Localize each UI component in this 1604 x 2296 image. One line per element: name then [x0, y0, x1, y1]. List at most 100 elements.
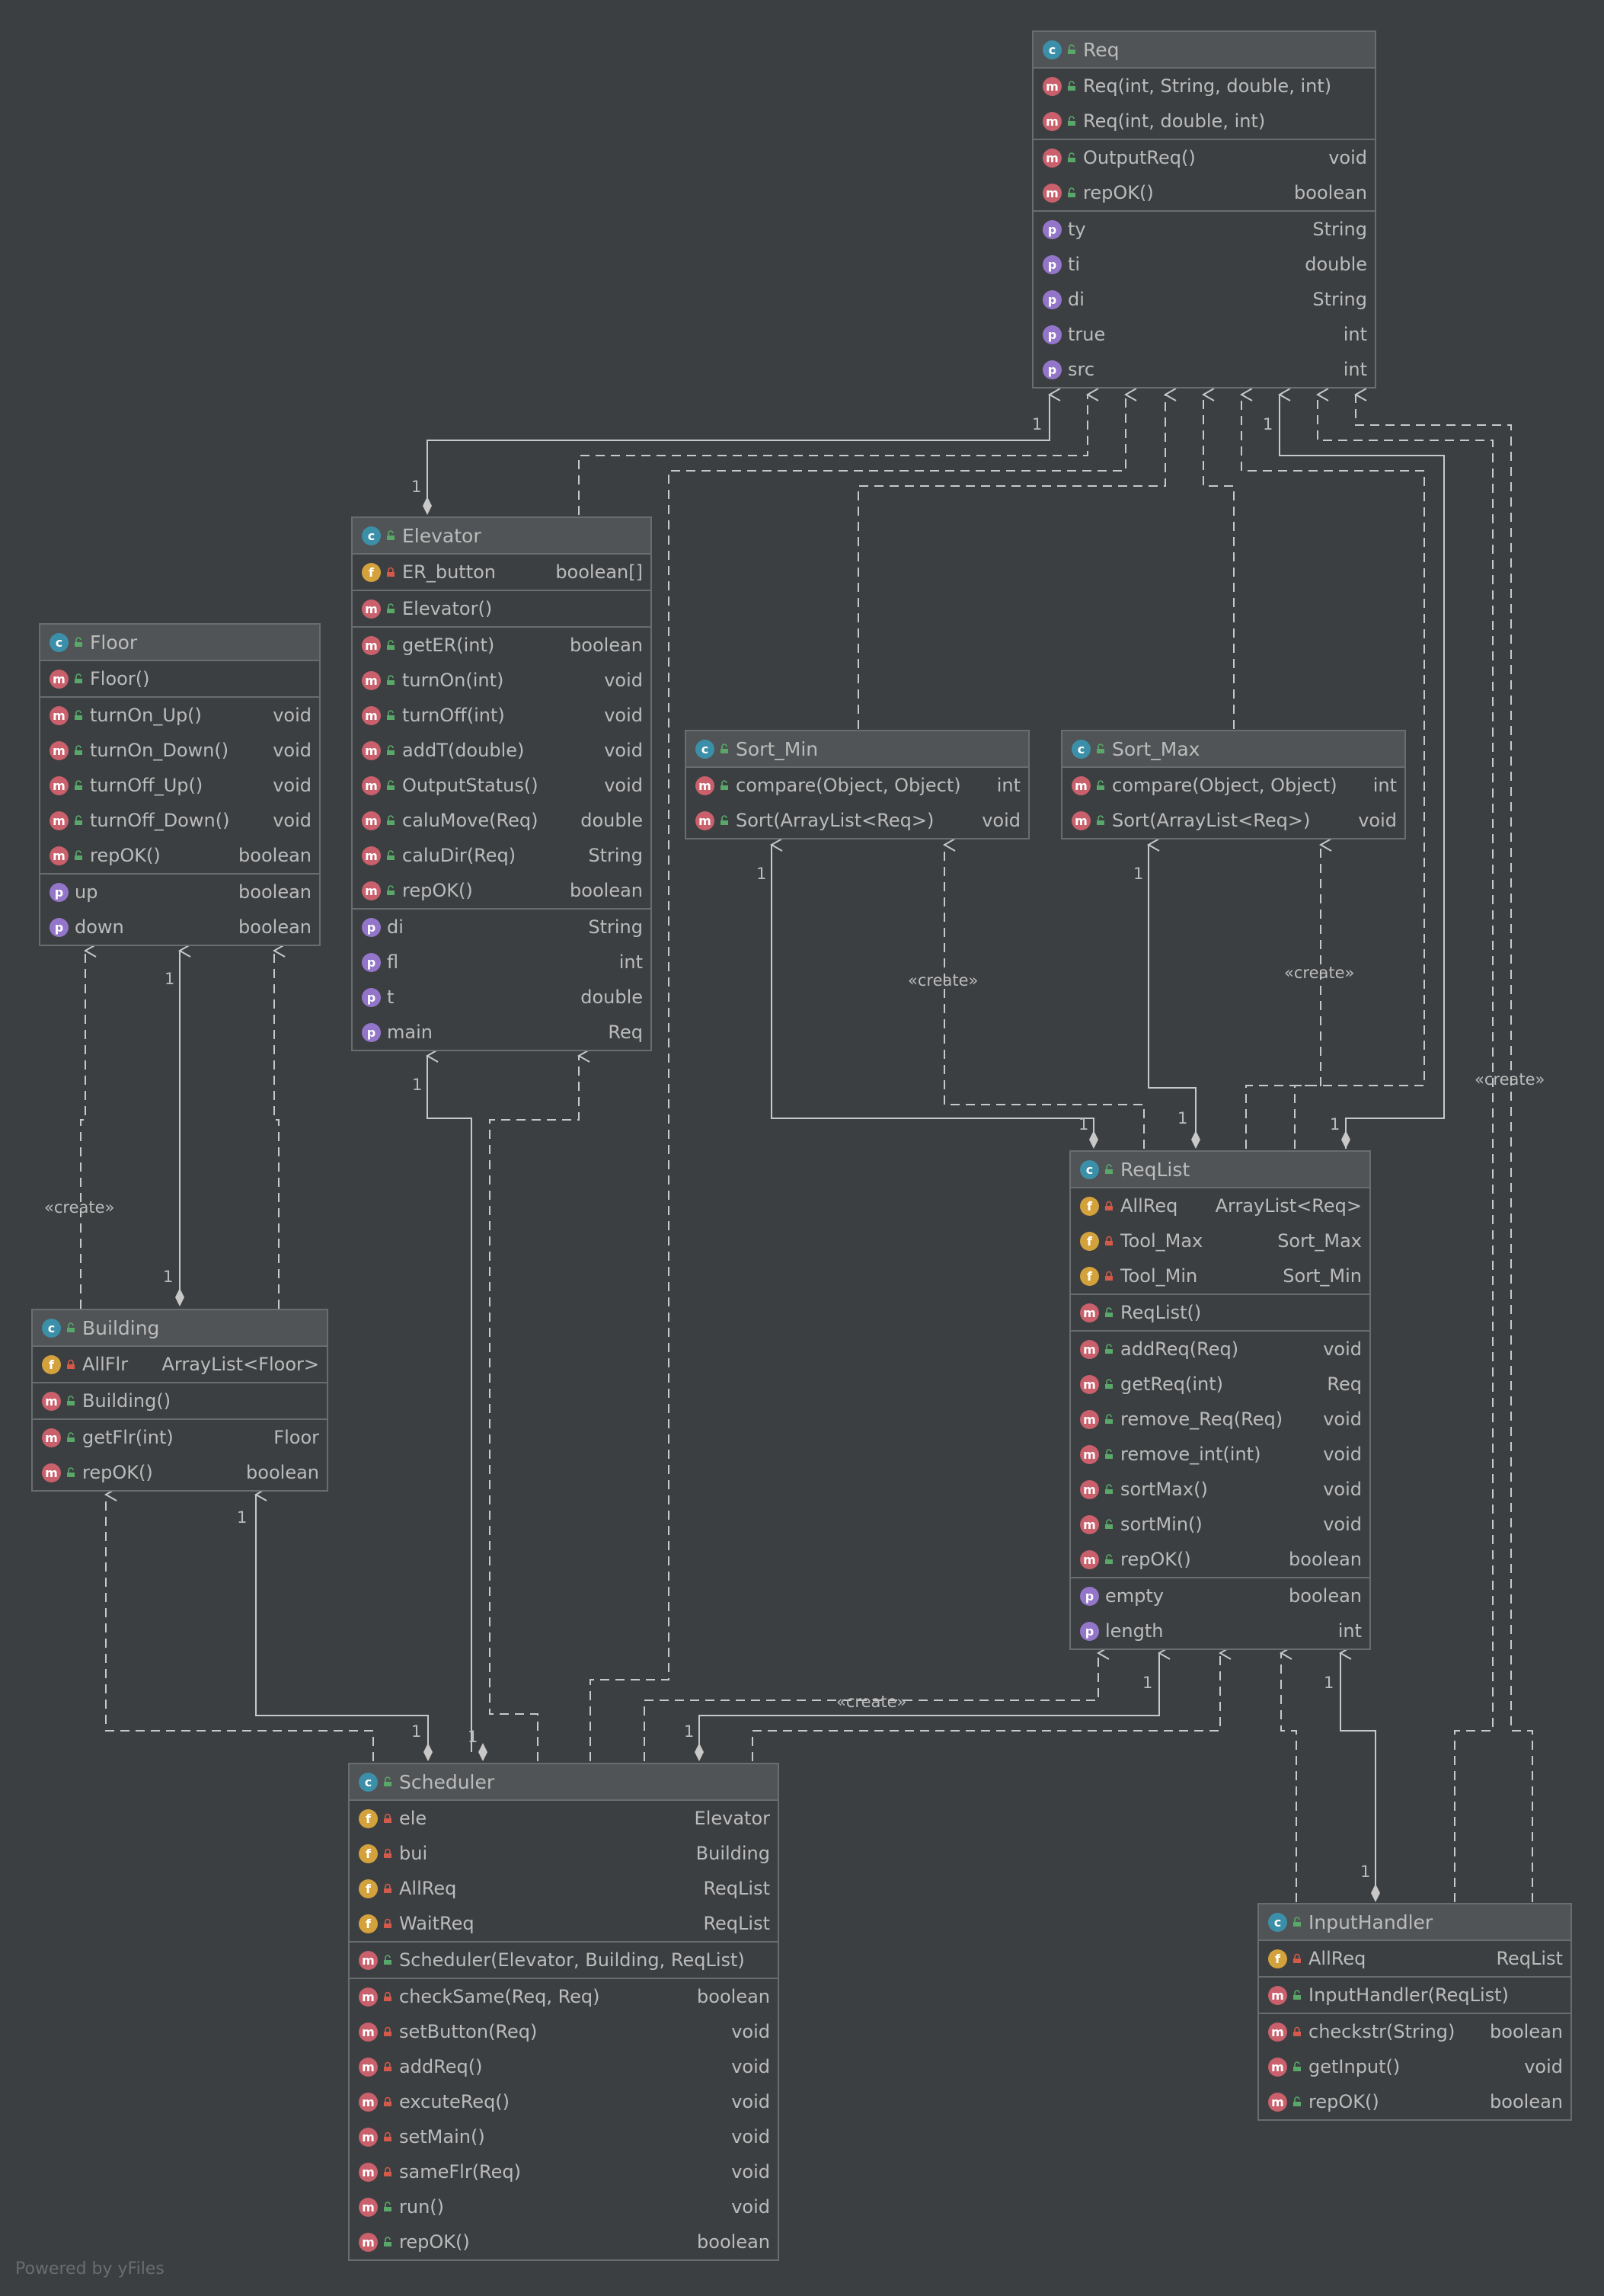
member-signature: getReq(int) [1120, 1373, 1224, 1395]
member-type: String [1312, 289, 1367, 310]
private-icon [1104, 1201, 1114, 1211]
public-icon [719, 743, 730, 754]
public-icon [382, 1776, 393, 1787]
property-icon: p [50, 917, 69, 937]
member-type: Sort_Min [1283, 1265, 1362, 1287]
member-type: void [1323, 1409, 1362, 1430]
member-signature: setButton(Req) [399, 2021, 538, 2042]
method-icon: m [362, 846, 381, 865]
private-icon [382, 2026, 393, 2037]
